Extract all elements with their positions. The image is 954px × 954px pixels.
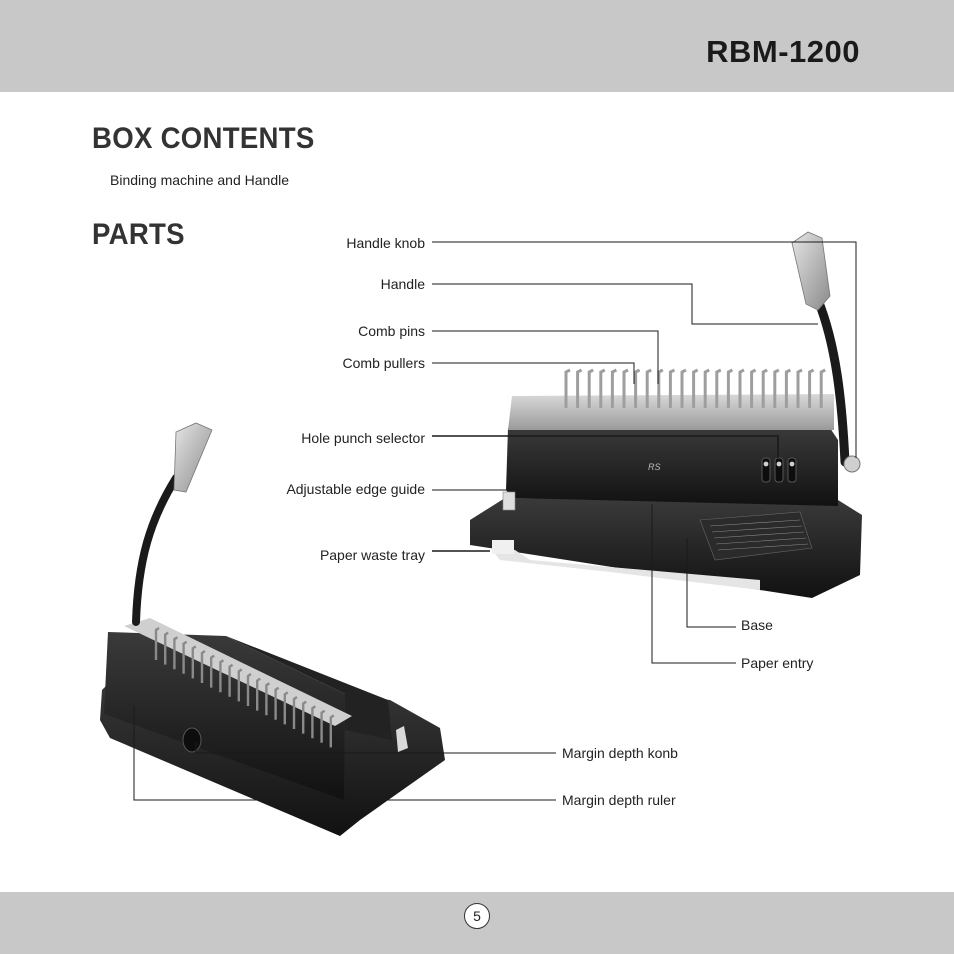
rear-comb-pin	[274, 686, 280, 720]
rear-handle-arm	[132, 474, 180, 626]
rear-handle-grip	[173, 422, 213, 493]
rear-comb-pin	[283, 691, 289, 725]
leader-comb-pins	[432, 330, 659, 384]
comb-pin	[564, 368, 571, 408]
comb-pin	[796, 368, 803, 408]
rear-comb-pin	[200, 650, 206, 683]
comb-pin	[587, 368, 594, 408]
model-title: RBM-1200	[706, 34, 860, 69]
rear-comb-pin	[246, 673, 252, 706]
comb-pin	[715, 368, 722, 408]
label-adjustable-edge-guide: Adjustable edge guide	[286, 481, 425, 497]
comb-pin	[738, 368, 745, 408]
selector-knobs	[761, 457, 797, 483]
machine-front-view: RS	[470, 231, 862, 598]
leader-margin-depth-knob	[195, 742, 556, 754]
comb-pin	[645, 368, 652, 408]
comb-pin	[657, 368, 664, 408]
comb-pin	[726, 368, 734, 408]
comb-pin	[819, 368, 826, 408]
leader-base	[686, 538, 736, 628]
handle-arm	[813, 295, 850, 467]
comb-pin	[692, 368, 699, 408]
comb-pin	[610, 368, 618, 408]
comb-pin	[576, 368, 583, 408]
rear-comb-pin	[164, 631, 169, 665]
label-margin-depth-knob: Margin depth konb	[562, 745, 678, 761]
rear-comb-pin	[210, 654, 215, 688]
rear-comb-pin	[311, 705, 317, 739]
waste-tray-shape	[490, 548, 760, 590]
leader-margin-depth-ruler	[133, 706, 556, 801]
comb-pin	[761, 368, 768, 408]
box-contents-item: Binding machine and Handle	[110, 172, 290, 188]
handle-grip	[791, 231, 831, 311]
rear-comb-pin	[237, 668, 243, 702]
comb-pin	[703, 368, 710, 408]
margin-depth-knob-shape	[182, 727, 202, 753]
label-margin-depth-ruler: Margin depth ruler	[562, 792, 676, 808]
rear-comb-pins	[154, 627, 335, 748]
label-paper-entry: Paper entry	[741, 655, 814, 671]
comb-pin	[668, 368, 676, 408]
parts-heading: PARTS	[92, 218, 185, 251]
leader-comb-pullers	[432, 362, 635, 384]
rear-comb-pin	[302, 700, 307, 734]
leader-handle-knob	[432, 241, 857, 458]
rear-comb-pin	[265, 682, 271, 716]
rear-body-shape	[104, 632, 345, 800]
body-shape	[506, 428, 838, 506]
comb-pin	[750, 368, 757, 408]
comb-pin	[622, 368, 629, 408]
rear-comb-pin	[182, 640, 188, 674]
leader-hole-punch-selector	[432, 435, 779, 458]
comb-pin	[773, 368, 780, 408]
rear-comb-pin	[154, 627, 160, 660]
comb-pin	[599, 368, 606, 408]
rear-comb-pin	[292, 696, 298, 729]
label-comb-pullers: Comb pullers	[342, 355, 425, 371]
rear-comb-pin	[173, 636, 179, 670]
label-handle: Handle	[380, 276, 425, 292]
leader-paper-entry	[651, 504, 736, 664]
label-paper-waste-tray: Paper waste tray	[319, 547, 425, 563]
rear-comb-pin	[228, 663, 234, 697]
handle-knob-shape	[843, 455, 861, 473]
rear-comb-pin	[320, 709, 326, 743]
rear-comb-pin	[329, 714, 335, 748]
label-handle-knob: Handle knob	[346, 235, 425, 251]
box-contents-heading: BOX CONTENTS	[92, 122, 315, 155]
svg-text:RS: RS	[648, 462, 661, 472]
label-base: Base	[741, 617, 773, 633]
machine-rear-view	[100, 422, 445, 836]
comb-pin	[634, 368, 641, 408]
label-hole-punch-selector: Hole punch selector	[301, 430, 425, 446]
label-comb-pins: Comb pins	[358, 323, 425, 339]
comb-pin	[784, 368, 792, 408]
leader-handle	[432, 283, 818, 325]
comb-pin	[808, 368, 815, 408]
rear-comb-pin	[256, 677, 261, 711]
page-number: 5	[464, 903, 490, 929]
rear-comb-pin	[191, 645, 197, 679]
comb-pins-shape	[564, 368, 826, 408]
leader-lines	[133, 241, 857, 801]
rear-comb-pin	[219, 659, 225, 693]
header-band	[0, 0, 954, 92]
comb-pin	[680, 368, 687, 408]
